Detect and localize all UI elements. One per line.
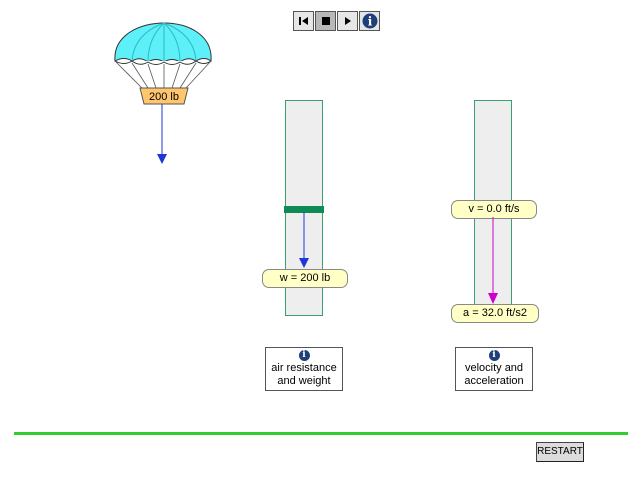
force-info-box[interactable]: i air resistance and weight: [265, 347, 343, 391]
info-icon: i: [362, 13, 377, 29]
ground-line: [14, 432, 628, 435]
weight-value-label: w = 200 lb: [262, 269, 348, 288]
weight-level-bar: [284, 206, 324, 213]
info-icon[interactable]: i: [488, 350, 500, 361]
rewind-button[interactable]: [293, 11, 314, 31]
force-caption-line1: air resistance: [271, 362, 337, 374]
weight-badge: [139, 87, 189, 105]
svg-text:i: i: [367, 15, 372, 29]
info-button[interactable]: i: [359, 11, 380, 31]
stop-icon: [321, 17, 330, 25]
motion-caption-line1: velocity and: [464, 362, 524, 374]
playback-controls: i: [293, 11, 381, 33]
restart-button[interactable]: RESTART: [536, 442, 584, 462]
parachute: 200 lb: [114, 22, 212, 164]
parachute-canopy: [114, 22, 212, 63]
motion-info-box[interactable]: i velocity and acceleration: [455, 347, 533, 391]
acceleration-value-label: a = 32.0 ft/s2: [451, 304, 539, 323]
play-icon: [344, 17, 351, 25]
motion-caption-line2: acceleration: [464, 375, 524, 387]
rewind-icon: [299, 17, 308, 25]
parachute-lines: [114, 60, 212, 89]
acceleration-arrow: [488, 217, 498, 304]
play-button[interactable]: [337, 11, 358, 31]
stop-button[interactable]: [315, 11, 336, 31]
force-arrow: [299, 212, 309, 268]
info-icon[interactable]: i: [298, 350, 310, 361]
velocity-value-label: v = 0.0 ft/s: [451, 200, 537, 219]
weight-arrow-head: [157, 154, 167, 164]
force-caption-line2: and weight: [277, 375, 331, 387]
weight-badge-label: 200 lb: [149, 91, 179, 103]
